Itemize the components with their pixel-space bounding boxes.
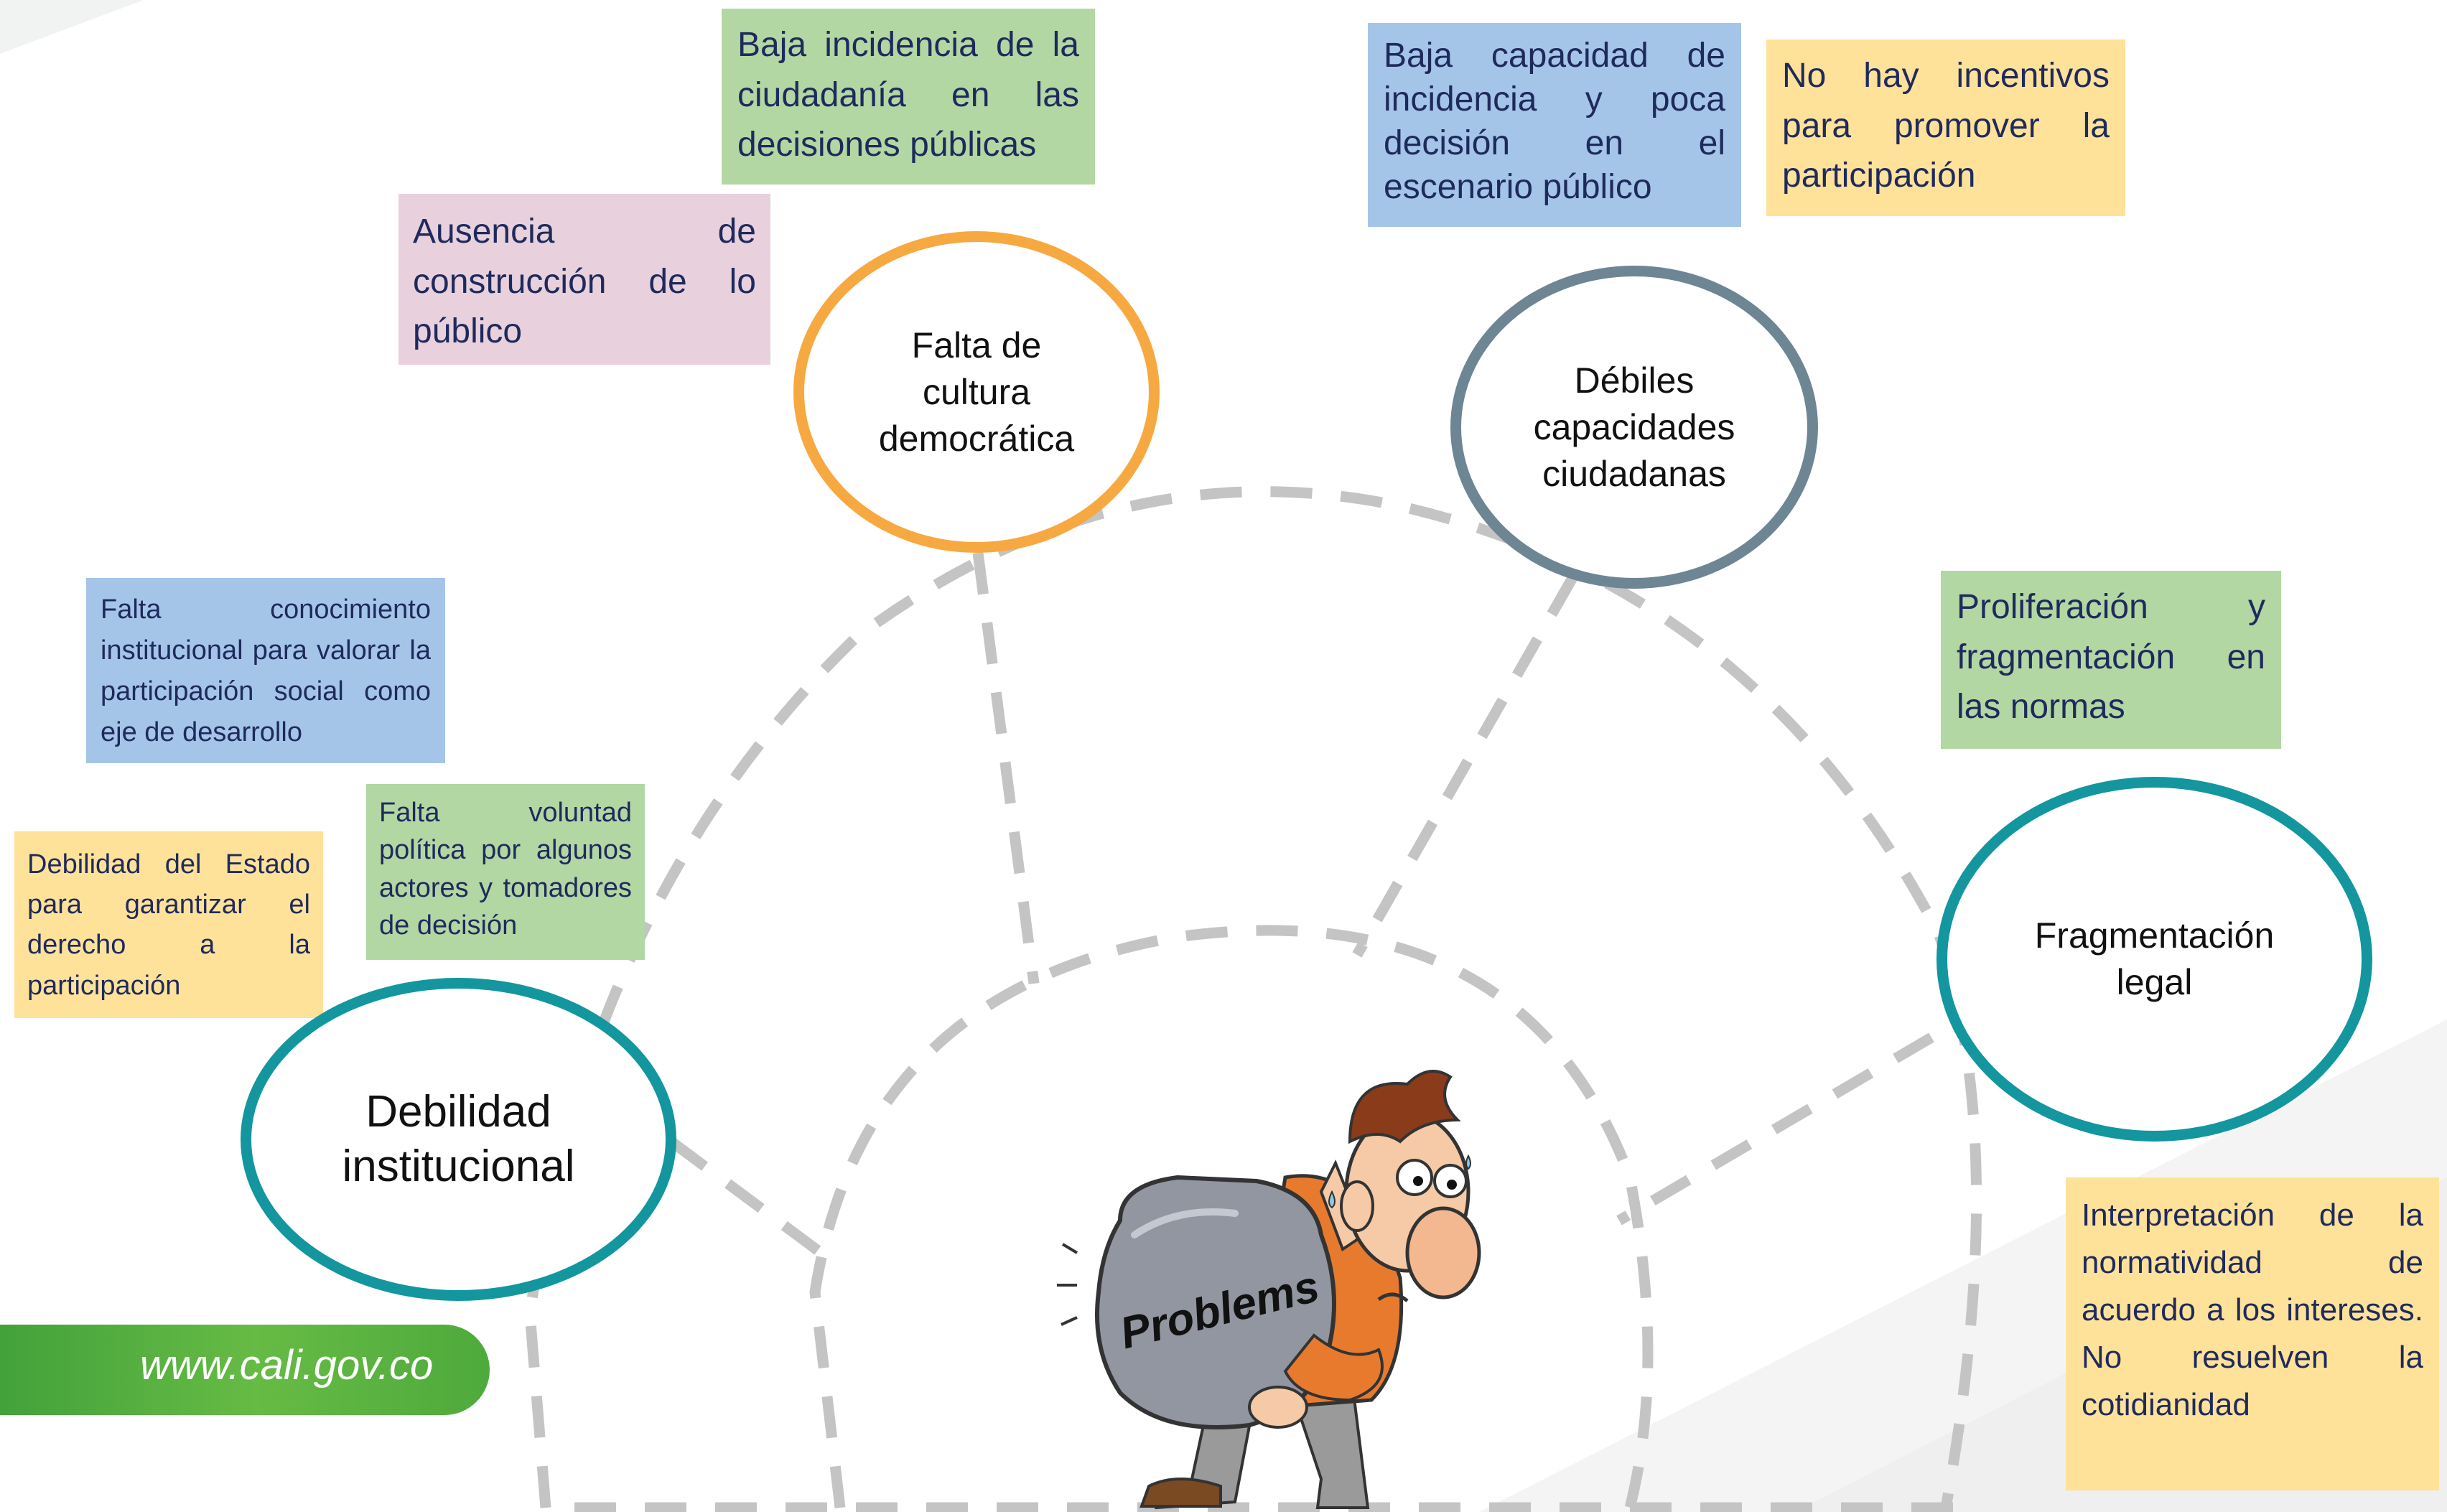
connector-debilidad: [668, 1137, 829, 1261]
box-debilidad-estado: Debilidad del Estado para garantizar el …: [14, 831, 323, 1018]
circle-label: Fragmentación legal: [2034, 915, 2275, 1002]
box-baja-capacidad: Baja capacidad de incidencia y poca deci…: [1368, 23, 1741, 227]
inner-dashed-arc: [809, 925, 1654, 1509]
box-interpretacion: Interpretación de la normatividad de acu…: [2066, 1177, 2439, 1490]
website-url[interactable]: www.cali.gov.co: [140, 1342, 434, 1389]
connector-capacidades: [1352, 575, 1577, 958]
box-baja-incidencia-ciudadania: Baja incidencia de la ciudadanía en las …: [722, 9, 1095, 185]
circle-label: Débiles capacidades ciudadanas: [1533, 360, 1735, 494]
circle-label: Debilidad institucional: [342, 1087, 575, 1191]
circle-label: Falta de cultura democrática: [878, 325, 1075, 459]
website-banner: [0, 1325, 490, 1415]
box-falta-conocimiento: Falta conocimiento institucional para va…: [86, 578, 445, 763]
connector-fragmentacion: [1616, 1032, 1934, 1226]
box-no-incentivos: No hay incentivos para promover la parti…: [1766, 39, 2125, 216]
connector-cultura: [972, 552, 1040, 984]
box-ausencia-construccion: Ausencia de construcción de lo público: [398, 194, 770, 365]
box-falta-voluntad: Falta voluntad política por algunos acto…: [366, 784, 645, 960]
box-proliferacion: Proliferación y fragmentación en las nor…: [1941, 571, 2281, 749]
outer-dashed-arc: [524, 486, 1982, 1509]
